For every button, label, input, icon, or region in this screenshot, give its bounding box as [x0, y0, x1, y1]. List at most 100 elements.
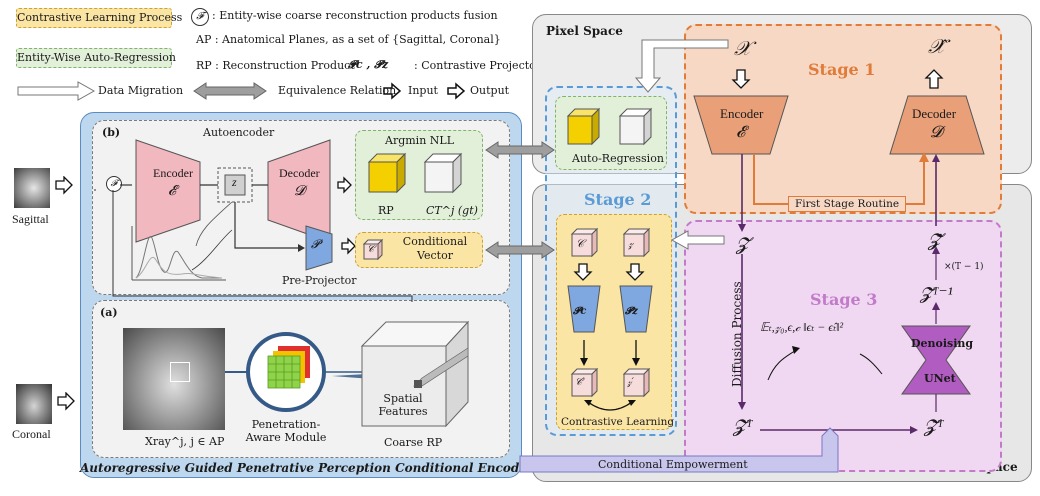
pre-projector-label: Pre-Projector [282, 274, 357, 287]
coronal-input-arrow [57, 392, 75, 411]
coarse-rp-cube [360, 320, 470, 428]
stage2-c-symbol: 𝒞 [576, 237, 585, 250]
legend-contrastive-swatch: Contrastive Learning Process [16, 8, 182, 28]
legend-fusion-text: : Entity-wise coarse reconstruction prod… [212, 9, 498, 22]
pixel-ct-cube-icon [618, 107, 653, 146]
xray-label: Xray^j, j ∈ AP [145, 435, 225, 448]
rp-label: RP [378, 204, 394, 217]
encoder-b-symbol: 𝓔 [168, 184, 177, 199]
legend-output-label: Output [470, 84, 510, 97]
c-cube-icon [362, 238, 384, 261]
latent-z-label: z [232, 175, 237, 189]
decoder-b-label: Decoder [279, 166, 320, 180]
legend-equivalence-label: Equivalence Relation [278, 84, 397, 97]
penetration-diagram [225, 320, 470, 428]
coronal-feed-line [94, 189, 96, 191]
repeat-count-label: ×(T − 1) [944, 262, 984, 272]
stage1-title: Stage 1 [808, 60, 876, 79]
legend-input-label: Input [408, 84, 438, 97]
stage1-decoder-label: Decoder [912, 106, 957, 121]
autoencoder-label: Autoencoder [203, 126, 275, 139]
contrastive-learning-label: Contrastive Learning [561, 416, 675, 428]
stage1-encoder-label: Encoder [720, 106, 764, 121]
encoder-trapezoid [135, 139, 201, 243]
coarse-rp-label: Coarse RP [384, 436, 443, 449]
unet-label: UNet [924, 372, 956, 385]
stage2-pc-symbol: 𝓟𝒄 [573, 306, 587, 317]
stage1-decoder-trapezoid [889, 95, 985, 155]
feature-grid-icon [267, 346, 310, 389]
z-prime-cube-icon [622, 367, 651, 398]
stage2-z-prime: 𝓏′ [627, 377, 634, 388]
stage1-decoder-symbol: 𝓓 [930, 124, 943, 141]
stage1-x-symbol: 𝒳 [734, 38, 752, 60]
legend-rp-text: RP : Reconstruction Product [196, 59, 355, 72]
stage1-encoder-trapezoid [693, 95, 789, 155]
feedback-line [112, 190, 413, 302]
conditional-vector-label: Conditional Vector [402, 235, 468, 262]
penetration-module-label: Penetration-Aware Module [245, 418, 327, 444]
contrastive-diagram [567, 227, 653, 411]
encoder-footer-label: Autoregressive Guided Penetrative Percep… [80, 461, 534, 475]
pixel-rp-ct-cubes [566, 107, 653, 146]
rp-cube-icon [367, 152, 407, 194]
fusion-node-icon: 𝓕 [106, 176, 122, 192]
data-migration-arrow-mid [670, 230, 725, 250]
section-b-label: (b) [102, 126, 121, 139]
pixel-space-title: Pixel Space [546, 24, 623, 38]
pixel-rp-cube-icon [566, 107, 601, 146]
ct-cube-icon [423, 152, 463, 194]
autoencoder-diagram [131, 139, 356, 281]
stage3-z-hat-symbol: 𝓩̂ [928, 230, 941, 250]
xray-large-image [123, 328, 225, 430]
denoising-label: Denoising [911, 337, 974, 350]
encoder-b-label: Encoder [153, 166, 193, 180]
output-arrow-icon [447, 82, 466, 100]
z-input-cube-icon [622, 227, 651, 258]
pc-projector-trapezoid [567, 285, 601, 333]
fusion-symbol-icon: 𝓕 [191, 8, 209, 26]
xray-patch-box [170, 362, 190, 382]
equivalence-arrow-icon [193, 82, 267, 100]
sagittal-label: Sagittal [12, 212, 49, 226]
pre-projector-trapezoid [305, 225, 333, 271]
stage3-z-tilde-t: 𝓩̃ᵀ [924, 416, 944, 436]
pz-projector-trapezoid [619, 285, 653, 333]
histogram-graphic [131, 226, 233, 281]
stage1-encoder-symbol: 𝓔 [736, 124, 746, 141]
conditional-empowerment-arrow [519, 427, 839, 473]
pixel-autoregression-label: Auto-Regression [572, 152, 664, 165]
sagittal-xray-image [14, 168, 50, 208]
stage3-z-t: 𝓩ᵀ [733, 416, 753, 436]
ct-label: CT^j (gt) [426, 204, 478, 217]
legend-autoregression-swatch: Entity-Wise Auto-Regression [16, 48, 176, 68]
equivalence-arrow-top [485, 141, 555, 159]
stage3-z-tilde-t1: 𝓩̃ᵀ⁻¹ [920, 284, 953, 303]
legend-projector-symbols: 𝓟𝒄 , 𝓟𝒛 [348, 58, 389, 71]
loss-formula: 𝔼ₜ,𝓏₀,ϵ,𝒸 ‖ϵₜ − ϵ̂ₜ‖² [760, 320, 844, 334]
stage2-c-prime: 𝒞′ [575, 377, 585, 388]
coronal-xray-image [16, 384, 52, 424]
pre-projector-symbol: 𝓟 [311, 237, 320, 251]
stage2-title: Stage 2 [584, 190, 652, 209]
legend-ap-text: AP : Anatomical Planes, as a set of {Sag… [196, 33, 501, 46]
section-a-label: (a) [100, 306, 118, 319]
stage2-pz-symbol: 𝓟𝒛 [625, 306, 638, 317]
rp-ct-cubes [367, 152, 463, 194]
data-migration-arrow-top [634, 39, 729, 93]
legend-data-migration-label: Data Migration [98, 84, 184, 97]
argmin-nll-label: Argmin NLL [385, 134, 455, 147]
conditional-empowerment-label: Conditional Empowerment [598, 458, 748, 471]
legend-arrows [17, 81, 466, 101]
legend: Contrastive Learning Process Entity-Wise… [0, 0, 541, 105]
unet-denoiser-shape [901, 325, 971, 395]
equivalence-arrow-bottom [485, 241, 555, 259]
stage3-title: Stage 3 [810, 290, 878, 309]
stage3-diagram [738, 154, 971, 434]
decoder-b-symbol: 𝓓 [294, 184, 305, 199]
stage2-z-symbol: 𝓏 [628, 237, 634, 250]
c-prime-cube-icon [570, 367, 599, 398]
first-stage-routine-label: First Stage Routine [788, 196, 907, 212]
c-input-cube-icon [570, 227, 599, 258]
